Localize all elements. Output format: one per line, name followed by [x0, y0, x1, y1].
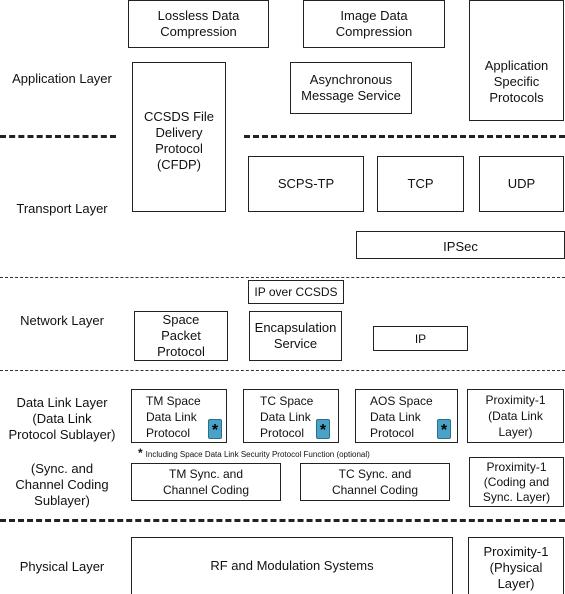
cfdp-text: CCSDS File Delivery Protocol (CFDP) — [143, 109, 215, 172]
tcp-box: TCP — [377, 156, 464, 212]
sdls-marker-tc: * — [316, 419, 330, 439]
space-packet-protocol-text: Space Packet Protocol — [157, 312, 205, 359]
udp-box: UDP — [479, 156, 564, 212]
separator-transport-network — [0, 277, 565, 278]
ipsec-text: IPSec — [443, 239, 478, 254]
separator-application-transport-left — [0, 135, 116, 138]
network-layer-label: Network Layer — [20, 313, 104, 328]
ip-over-ccsds-text: IP over CCSDS — [254, 285, 338, 299]
aos-space-data-link-box: AOS Space Data Link Protocol — [355, 389, 458, 443]
scps-tp-box: SCPS-TP — [248, 156, 364, 212]
aos-space-data-link-text: AOS Space Data Link Protocol — [370, 394, 433, 440]
udp-text: UDP — [507, 176, 536, 191]
space-packet-protocol-box: Space Packet Protocol — [134, 311, 228, 361]
tm-space-data-link-text: TM Space Data Link Protocol — [146, 394, 201, 440]
application-layer-label: Application Layer — [12, 71, 112, 86]
proximity-1-physical-box: Proximity-1 (Physical Layer) — [468, 537, 564, 594]
rf-modulation-systems-text: RF and Modulation Systems — [210, 558, 374, 573]
tm-space-data-link-box: TM Space Data Link Protocol — [131, 389, 227, 443]
sync-coding-sublayer-label: (Sync. and Channel Coding Sublayer) — [15, 461, 109, 508]
proximity-1-data-link-text: Proximity-1 (Data Link Layer) — [485, 393, 546, 439]
image-data-compression-text: Image Data Compression — [335, 8, 413, 39]
application-specific-protocols-box: Application Specific Protocols — [469, 0, 564, 121]
image-data-compression-box: Image Data Compression — [303, 0, 445, 48]
tc-space-data-link-text: TC Space Data Link Protocol — [260, 394, 314, 440]
proximity-1-coding-sync-text: Proximity-1 (Coding and Sync. Layer) — [482, 459, 551, 504]
ipsec-box: IPSec — [356, 231, 565, 259]
proximity-1-physical-text: Proximity-1 (Physical Layer) — [483, 544, 549, 591]
separator-application-transport-right — [244, 135, 565, 138]
tm-sync-channel-coding-box: TM Sync. and Channel Coding — [131, 463, 281, 501]
sdls-footnote-asterisk: * — [138, 446, 143, 460]
tc-sync-channel-coding-box: TC Sync. and Channel Coding — [300, 463, 450, 501]
scps-tp-text: SCPS-TP — [277, 176, 335, 191]
ip-text: IP — [414, 331, 427, 346]
rf-modulation-systems-box: RF and Modulation Systems — [131, 537, 453, 594]
lossless-data-compression-box: Lossless Data Compression — [128, 0, 269, 48]
separator-datalink-physical — [0, 519, 565, 522]
proximity-1-data-link-box: Proximity-1 (Data Link Layer) — [467, 389, 564, 443]
cfdp-box: CCSDS File Delivery Protocol (CFDP) — [132, 62, 226, 212]
separator-network-datalink — [0, 370, 565, 371]
asynchronous-message-service-text: Asynchronous Message Service — [301, 72, 401, 103]
tcp-text: TCP — [407, 176, 434, 191]
data-link-layer-label: Data Link Layer (Data Link Protocol Subl… — [8, 395, 116, 442]
transport-layer-label: Transport Layer — [16, 201, 108, 216]
encapsulation-service-text: Encapsulation Service — [254, 320, 337, 351]
tc-space-data-link-box: TC Space Data Link Protocol — [243, 389, 339, 443]
encapsulation-service-box: Encapsulation Service — [249, 311, 342, 361]
lossless-data-compression-text: Lossless Data Compression — [157, 8, 240, 39]
sdls-marker-tm: * — [208, 419, 222, 439]
physical-layer-label: Physical Layer — [19, 559, 105, 574]
sdls-footnote-text: Including Space Data Link Security Proto… — [145, 450, 370, 459]
sdls-footnote: *Including Space Data Link Security Prot… — [138, 446, 370, 460]
application-specific-protocols-text: Application Specific Protocols — [484, 58, 549, 105]
proximity-1-coding-sync-box: Proximity-1 (Coding and Sync. Layer) — [469, 457, 564, 507]
asynchronous-message-service-box: Asynchronous Message Service — [290, 62, 412, 114]
ip-over-ccsds-box: IP over CCSDS — [248, 280, 344, 304]
ip-box: IP — [373, 326, 468, 351]
tm-sync-channel-coding-text: TM Sync. and Channel Coding — [162, 467, 250, 497]
tc-sync-channel-coding-text: TC Sync. and Channel Coding — [331, 467, 419, 497]
sdls-marker-aos: * — [437, 419, 451, 439]
